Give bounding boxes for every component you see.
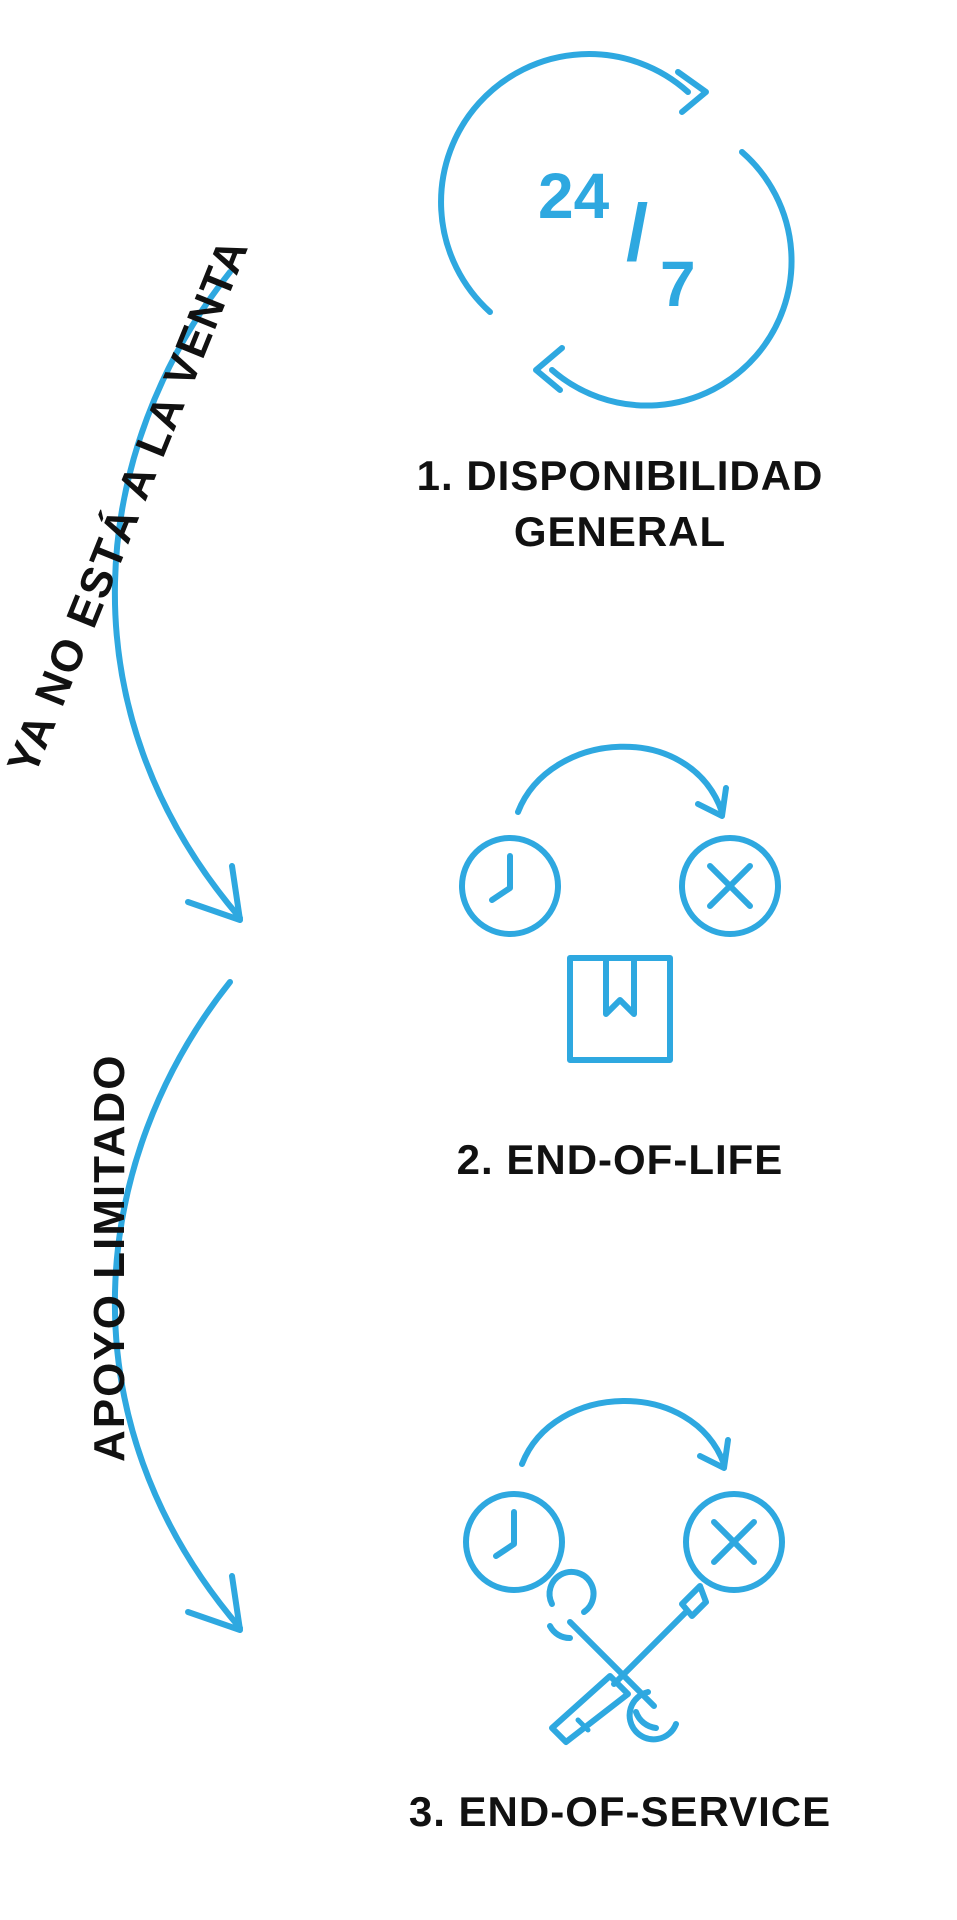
clock-icon (459, 835, 561, 937)
stage-2-label: 2. END-OF-LIFE (456, 1136, 784, 1183)
stage-1-label: 1. DISPONIBILIDAD GENERAL (360, 448, 880, 560)
24-7-cycle-icon: 24 / 7 (438, 51, 795, 409)
arrow-arc-icon (515, 743, 725, 815)
curved-arrow-icon (112, 269, 243, 923)
stage-1-label-line1: 1. DISPONIBILIDAD (416, 452, 824, 499)
end-of-service-icon-group (463, 1398, 785, 1745)
x-circle-icon (679, 835, 781, 937)
clock-icon (463, 1491, 565, 1593)
end-of-life-icon-group (459, 743, 781, 1063)
badge-slash: / (626, 188, 648, 277)
stage-3-label: 3. END-OF-SERVICE (408, 1788, 832, 1835)
badge-hours: 24 (538, 160, 610, 232)
tools-icon (546, 1568, 709, 1745)
badge-days: 7 (660, 248, 696, 320)
box-icon (567, 955, 673, 1063)
arrow-arc-icon (519, 1398, 727, 1467)
curved-arrow-icon (112, 979, 243, 1633)
stage-1-label-line2: GENERAL (513, 508, 727, 555)
transition-2-text: APOYO LIMITADO (85, 1053, 134, 1462)
x-circle-icon (683, 1491, 785, 1593)
